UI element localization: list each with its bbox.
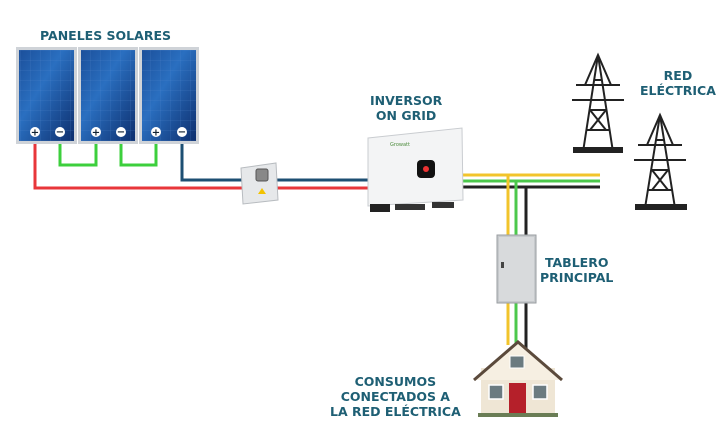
- on-grid-inverter: Growatt: [367, 127, 464, 212]
- loads-label-line: CONSUMOS: [354, 374, 437, 389]
- svg-text:+: +: [152, 128, 160, 139]
- solar-panels: + − + − + −: [16, 47, 199, 144]
- power-grid-towers: [572, 52, 687, 210]
- series-link-1: [58, 142, 98, 167]
- inverter-label: INVERSOR ON GRID: [370, 93, 442, 123]
- svg-text:−: −: [117, 127, 125, 138]
- svg-text:−: −: [178, 127, 186, 138]
- solar-panel-1: + −: [16, 47, 77, 144]
- inverter-label-line: INVERSOR: [370, 93, 443, 108]
- board-label: TABLERO PRINCIPAL: [540, 255, 613, 285]
- transmission-tower-icon: [572, 52, 624, 153]
- minus-terminal-icon: [55, 127, 65, 137]
- loads-label: CONSUMOS CONECTADOS A LA RED ELÉCTRICA: [330, 374, 461, 419]
- inverter-brand-logo: Growatt: [390, 142, 410, 148]
- main-electrical-board: [496, 234, 537, 304]
- solar-panel-3: + −: [139, 47, 199, 144]
- dc-disconnect-box: [240, 162, 279, 205]
- minus-terminal-icon: [177, 127, 187, 137]
- transmission-tower-icon: [634, 112, 687, 210]
- house-icon: [473, 340, 563, 417]
- loads-label-line: CONECTADOS A: [340, 389, 450, 404]
- negative-wire: [180, 142, 372, 182]
- minus-terminal-icon: [116, 127, 126, 137]
- svg-text:+: +: [31, 128, 39, 139]
- series-link-2: [119, 142, 158, 167]
- grid-label: RED ELÉCTRICA: [640, 68, 716, 98]
- inverter-label-line: ON GRID: [375, 108, 437, 123]
- svg-text:−: −: [56, 127, 64, 138]
- board-label-line: TABLERO: [544, 255, 609, 270]
- loads-label-line: LA RED ELÉCTRICA: [330, 404, 461, 419]
- plus-terminal-icon: [91, 127, 101, 137]
- panels-label: PANELES SOLARES: [40, 28, 171, 43]
- plus-terminal-icon: [30, 127, 40, 137]
- svg-text:+: +: [92, 128, 100, 139]
- grid-label-line: ELÉCTRICA: [640, 83, 716, 98]
- dc-wiring: [33, 142, 372, 190]
- grid-label-line: RED: [663, 68, 693, 83]
- plus-terminal-icon: [151, 127, 161, 137]
- solar-panel-2: + −: [78, 47, 138, 144]
- board-label-line: PRINCIPAL: [540, 270, 614, 285]
